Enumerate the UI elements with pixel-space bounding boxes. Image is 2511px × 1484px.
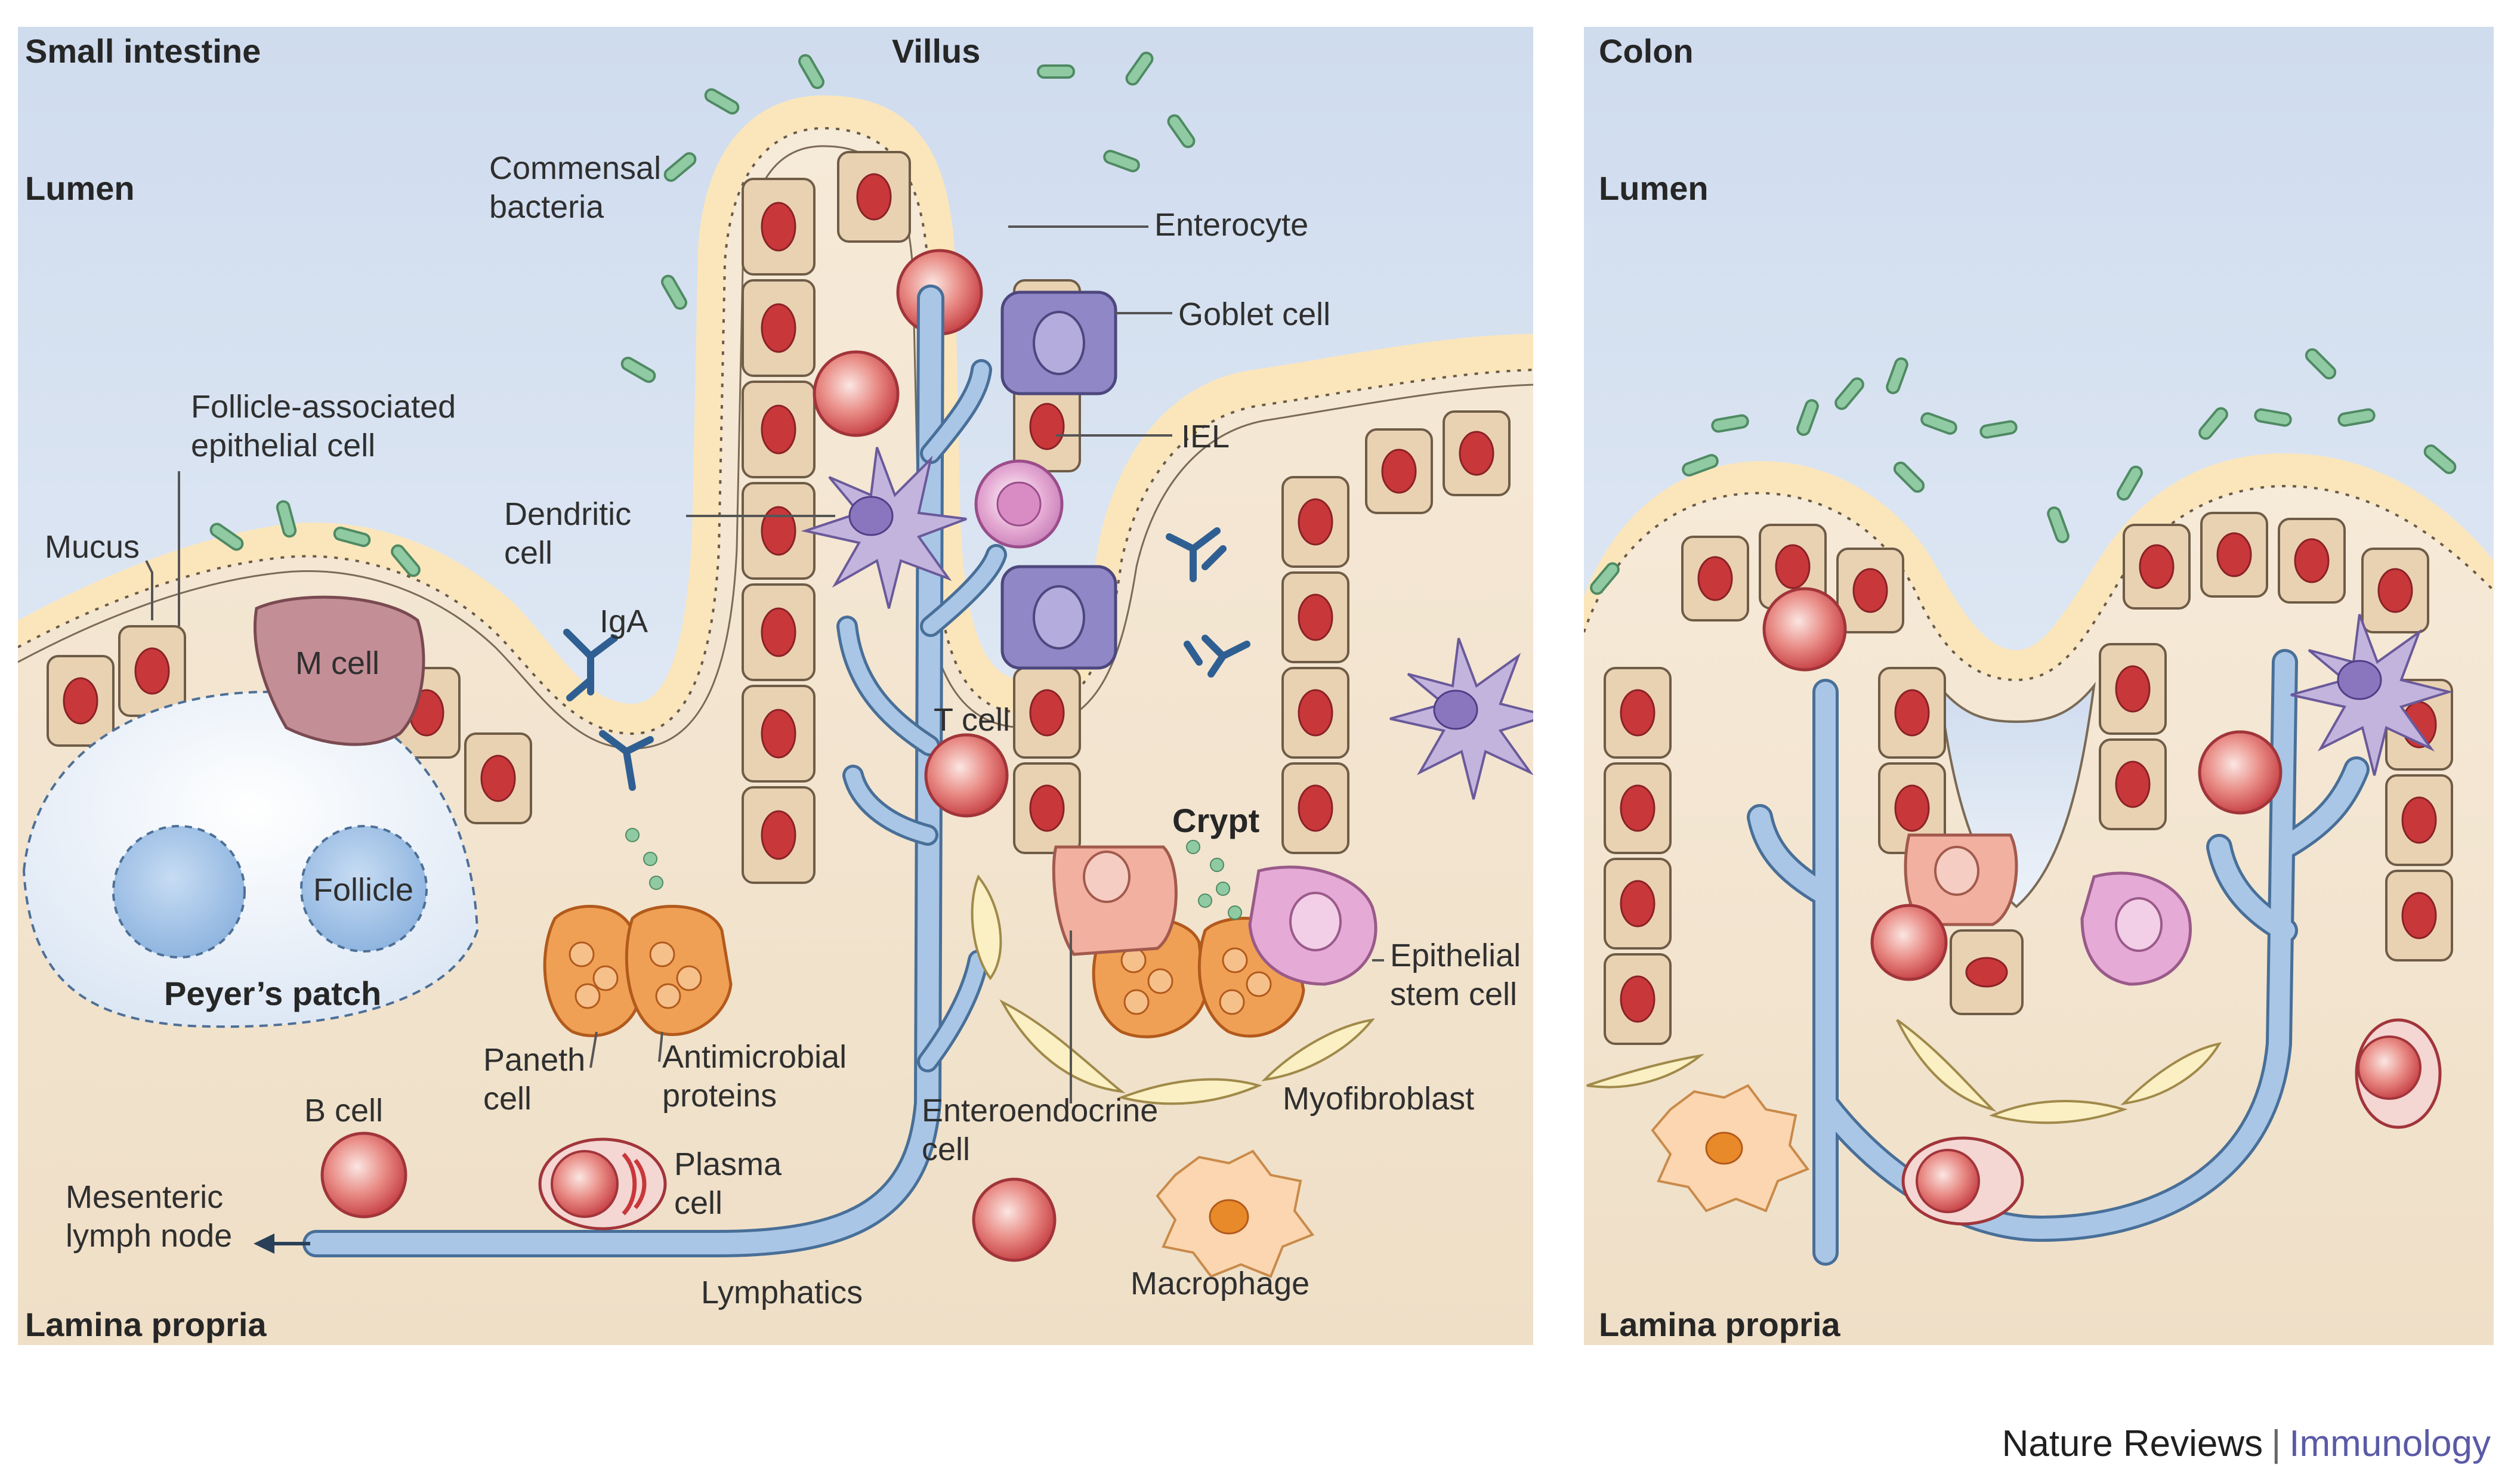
- mesenteric-label-1: Mesenteric: [66, 1179, 223, 1215]
- enteroendocrine-label-2: cell: [922, 1131, 970, 1167]
- colon-lymphocytes: [1762, 587, 2283, 981]
- colon-lamina-label: Lamina propria: [1599, 1306, 1840, 1343]
- paneth-label-2: cell: [483, 1081, 532, 1117]
- lymphatic-vessels: [302, 285, 1007, 1257]
- colon-lumen-label: Lumen: [1599, 169, 1709, 207]
- plasma-label-2: cell: [674, 1185, 722, 1221]
- paneth-granules: [569, 941, 1272, 1015]
- dendritic-cell-right: [1389, 638, 1533, 800]
- iel-cell: [974, 459, 1064, 549]
- journal-name: Immunology: [2289, 1423, 2491, 1464]
- plasma-label-1: Plasma: [674, 1146, 782, 1182]
- t-cell-label: T cell: [934, 702, 1010, 738]
- colon-myofibroblasts: [1586, 1019, 2222, 1124]
- macrophage-cell: [1156, 1149, 1315, 1278]
- myofibroblasts: [971, 874, 1375, 1105]
- crypt-label: Crypt: [1172, 802, 1259, 839]
- macrophage-label: Macrophage: [1131, 1266, 1309, 1301]
- small-intestine-lamina-label: Lamina propria: [25, 1306, 267, 1343]
- commensal-bacteria: [209, 51, 1196, 577]
- small-intestine-panel: Small intestine Lumen Lamina propria Vil…: [18, 27, 1533, 1345]
- goblet-cell-label: Goblet cell: [1178, 296, 1330, 332]
- paneth-label-1: Paneth: [483, 1042, 585, 1078]
- credit-separator: |: [2271, 1423, 2281, 1464]
- plasma-cell: [538, 1137, 667, 1231]
- antimicrobial-label-1: Antimicrobial: [662, 1039, 847, 1075]
- brush-border-outline: [18, 145, 1533, 750]
- follicle-label: Follicle: [313, 872, 413, 908]
- villus-label: Villus: [892, 32, 980, 70]
- colon-enteroendocrine-cell: [1904, 833, 2018, 926]
- myofibroblast-label: Myofibroblast: [1283, 1081, 1474, 1117]
- enteroendocrine-label-1: Enteroendocrine: [922, 1093, 1158, 1129]
- fae-label-2: epithelial cell: [191, 428, 375, 463]
- epithelial-nuclei: [63, 173, 1494, 860]
- iel-label: IEL: [1181, 419, 1230, 455]
- b-cell-label: B cell: [304, 1093, 383, 1129]
- small-intestine-title: Small intestine: [25, 32, 261, 70]
- colon-epithelial-nuclei: [1620, 532, 2437, 1023]
- enteroendocrine-cell: [1052, 845, 1178, 956]
- colon-panel: Colon Lumen Lamina propria: [1584, 27, 2494, 1345]
- commensal-label-2: bacteria: [489, 189, 604, 225]
- publisher-name: Nature Reviews: [2002, 1423, 2263, 1464]
- dendritic-label-1: Dendritic: [504, 496, 631, 532]
- dendritic-label-2: cell: [504, 535, 552, 571]
- enterocyte-label: Enterocyte: [1154, 207, 1308, 243]
- colon-commensal-bacteria: [1590, 348, 2457, 595]
- mucus-label: Mucus: [45, 529, 140, 565]
- peyers-patch-label: Peyer’s patch: [164, 975, 381, 1012]
- fae-label-1: Follicle-associated: [191, 389, 456, 425]
- iga-label: IgA: [600, 604, 648, 639]
- label-leader-lines: [145, 225, 1384, 1103]
- colon-title: Colon: [1599, 32, 1694, 70]
- m-cell: [254, 595, 425, 746]
- brush-border: [18, 126, 1533, 735]
- colon-dendritic-cell: [2290, 614, 2454, 776]
- lymphatics-label: Lymphatics: [701, 1275, 863, 1310]
- lamina-propria-cells: [320, 733, 1057, 1262]
- peyers-patch: [22, 690, 479, 1028]
- mesenteric-label-2: lymph node: [66, 1218, 232, 1254]
- antimicrobial-protein-dots: [625, 828, 1242, 920]
- colon-plasma-cells: [1901, 1018, 2442, 1226]
- colon-crypt-cavity: [1937, 682, 2096, 908]
- colon-stem-cell: [2080, 871, 2192, 986]
- epithelial-stem-cell: [1248, 865, 1378, 986]
- small-intestine-lumen-label: Lumen: [25, 169, 135, 207]
- lymph-node-arrow: [254, 1233, 310, 1254]
- m-cell-label: M cell: [295, 645, 379, 681]
- goblet-cells: [1000, 290, 1117, 670]
- antimicrobial-label-2: proteins: [662, 1078, 777, 1114]
- dendritic-cell-villus: [801, 447, 967, 609]
- commensal-label-1: Commensal: [489, 150, 661, 186]
- epithelial-stem-label-2: stem cell: [1390, 976, 1517, 1012]
- epithelial-stem-label-1: Epithelial: [1390, 938, 1521, 973]
- colon-lymphatic-vessels: [1747, 649, 2370, 1266]
- iga-antibodies: [563, 527, 1250, 791]
- colon-macrophage: [1651, 1084, 1810, 1213]
- figure-credit: Nature Reviews|Immunology: [2002, 1423, 2491, 1465]
